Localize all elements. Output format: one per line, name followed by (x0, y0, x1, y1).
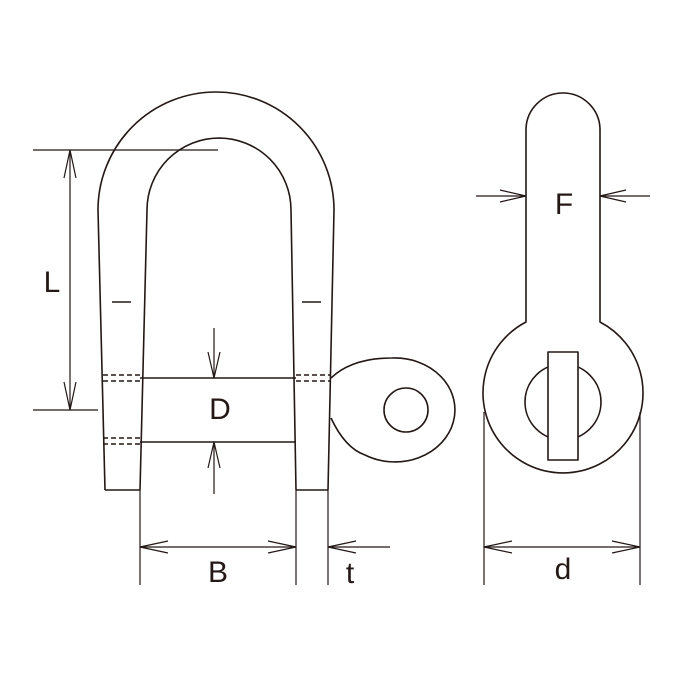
shackle-side-view (482, 92, 644, 474)
shackle-inner-outline (139, 137, 297, 491)
side-pin-slot (547, 351, 579, 461)
B-arrow-right (267, 540, 297, 554)
label-t: t (345, 557, 355, 590)
label-F: F (554, 188, 574, 221)
label-d: d (554, 553, 572, 586)
pin-hidden-lines (103, 374, 330, 445)
pin-eye-hole (383, 387, 429, 433)
d-arrow-right (611, 540, 641, 554)
L-arrow-bottom (63, 381, 77, 411)
side-dimensions (476, 189, 650, 585)
label-L: L (43, 266, 61, 299)
front-dimensions (33, 149, 390, 585)
D-arrow-bottom (207, 441, 221, 469)
F-arrow-right (599, 189, 627, 203)
L-arrow-top (63, 149, 77, 179)
label-B: B (207, 556, 229, 589)
side-outline (482, 92, 644, 474)
shackle-front-view (97, 91, 456, 491)
pin-eye-outline (330, 357, 456, 463)
D-arrow-top (207, 351, 221, 379)
label-D: D (209, 393, 231, 426)
d-arrow-left (483, 540, 513, 554)
t-arrow (327, 540, 357, 554)
shackle-outer-outline (97, 91, 335, 491)
F-arrow-left (499, 189, 527, 203)
B-arrow-left (139, 540, 169, 554)
